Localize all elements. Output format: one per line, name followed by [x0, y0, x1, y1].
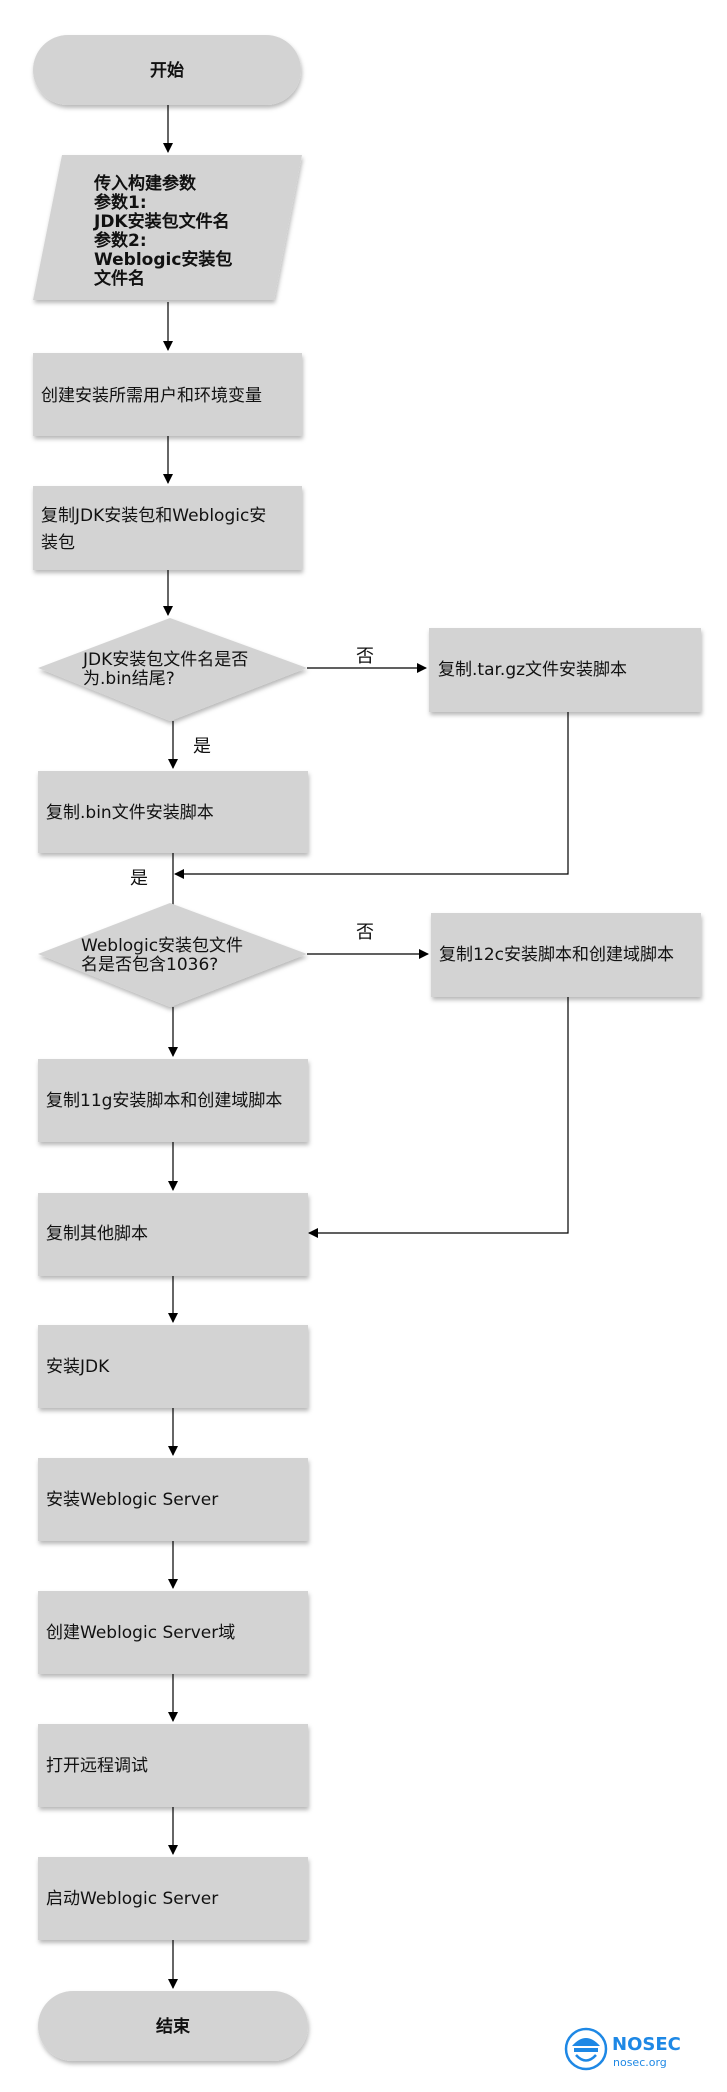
svg-text:打开远程调试: 打开远程调试 — [46, 1756, 148, 1776]
watermark-site: nosec.org — [613, 2056, 667, 2069]
svg-text:复制JDK安装包和Weblogic安: 复制JDK安装包和Weblogic安 — [41, 506, 266, 526]
svg-text:为.bin结尾?: 为.bin结尾? — [83, 669, 175, 689]
svg-text:复制.tar.gz文件安装脚本: 复制.tar.gz文件安装脚本 — [438, 660, 627, 680]
node-copy-11g: 复制11g安装脚本和创建域脚本 — [38, 1059, 308, 1142]
edge-label-no-1036: 否 — [356, 922, 374, 943]
node-start: 开始 — [33, 35, 301, 105]
svg-text:复制11g安装脚本和创建域脚本: 复制11g安装脚本和创建域脚本 — [46, 1091, 282, 1111]
svg-text:启动Weblogic Server: 启动Weblogic Server — [46, 1889, 218, 1909]
svg-text:名是否包含1036?: 名是否包含1036? — [81, 955, 218, 975]
node-copy-other: 复制其他脚本 — [38, 1193, 308, 1276]
node-end: 结束 — [38, 1991, 308, 2061]
svg-text:开始: 开始 — [150, 60, 184, 81]
svg-text:复制.bin文件安装脚本: 复制.bin文件安装脚本 — [46, 803, 214, 823]
node-copy-pkgs: 复制JDK安装包和Weblogic安 装包 — [33, 486, 302, 570]
watermark: NOSEC nosec.org — [564, 2027, 681, 2071]
node-open-debug: 打开远程调试 — [38, 1724, 308, 1807]
svg-text:创建安装所需用户和环境变量: 创建安装所需用户和环境变量 — [41, 386, 262, 406]
node-copy-bin: 复制.bin文件安装脚本 — [38, 771, 308, 853]
svg-text:Weblogic安装包文件: Weblogic安装包文件 — [81, 936, 243, 956]
svg-text:复制12c安装脚本和创建域脚本: 复制12c安装脚本和创建域脚本 — [439, 945, 674, 965]
edge-label-yes-bin: 是 — [193, 736, 211, 757]
node-install-wls: 安装Weblogic Server — [38, 1458, 308, 1541]
svg-text:JDK安装包文件名: JDK安装包文件名 — [93, 211, 230, 232]
watermark-name: NOSEC — [612, 2034, 681, 2055]
edge-labels: 否 是 是 否 — [130, 646, 374, 943]
node-create-user: 创建安装所需用户和环境变量 — [33, 353, 302, 436]
node-copy-12c: 复制12c安装脚本和创建域脚本 — [431, 913, 701, 997]
node-decision-1036: Weblogic安装包文件 名是否包含1036? — [38, 903, 307, 1007]
svg-text:Weblogic安装包: Weblogic安装包 — [94, 249, 232, 270]
edge-label-yes-merge: 是 — [130, 868, 148, 889]
svg-text:创建Weblogic Server域: 创建Weblogic Server域 — [46, 1623, 235, 1643]
node-install-jdk: 安装JDK — [38, 1325, 308, 1408]
node-decision-bin: JDK安装包文件名是否 为.bin结尾? — [38, 618, 307, 721]
edges — [163, 105, 569, 1989]
nosec-logo-icon — [564, 2027, 608, 2071]
svg-text:安装JDK: 安装JDK — [46, 1357, 110, 1377]
edge-label-no-bin: 否 — [356, 646, 374, 667]
svg-text:结束: 结束 — [156, 2016, 190, 2037]
svg-text:文件名: 文件名 — [94, 268, 145, 289]
svg-text:复制其他脚本: 复制其他脚本 — [46, 1224, 148, 1244]
node-start-wls: 启动Weblogic Server — [38, 1857, 308, 1940]
svg-text:参数1:: 参数1: — [94, 192, 147, 213]
edge-copy-12c-copy-other — [308, 997, 569, 1238]
svg-text:传入构建参数: 传入构建参数 — [93, 173, 197, 194]
svg-text:JDK安装包文件名是否: JDK安装包文件名是否 — [82, 650, 248, 670]
node-copy-targz: 复制.tar.gz文件安装脚本 — [429, 628, 701, 712]
svg-text:参数2:: 参数2: — [94, 230, 147, 251]
node-params: 传入构建参数 参数1: JDK安装包文件名 参数2: Weblogic安装包 文… — [33, 155, 302, 300]
svg-text:安装Weblogic Server: 安装Weblogic Server — [46, 1490, 218, 1510]
edge-copy-targz-merge — [174, 712, 569, 879]
node-create-domain: 创建Weblogic Server域 — [38, 1591, 308, 1674]
svg-text:装包: 装包 — [41, 533, 75, 553]
